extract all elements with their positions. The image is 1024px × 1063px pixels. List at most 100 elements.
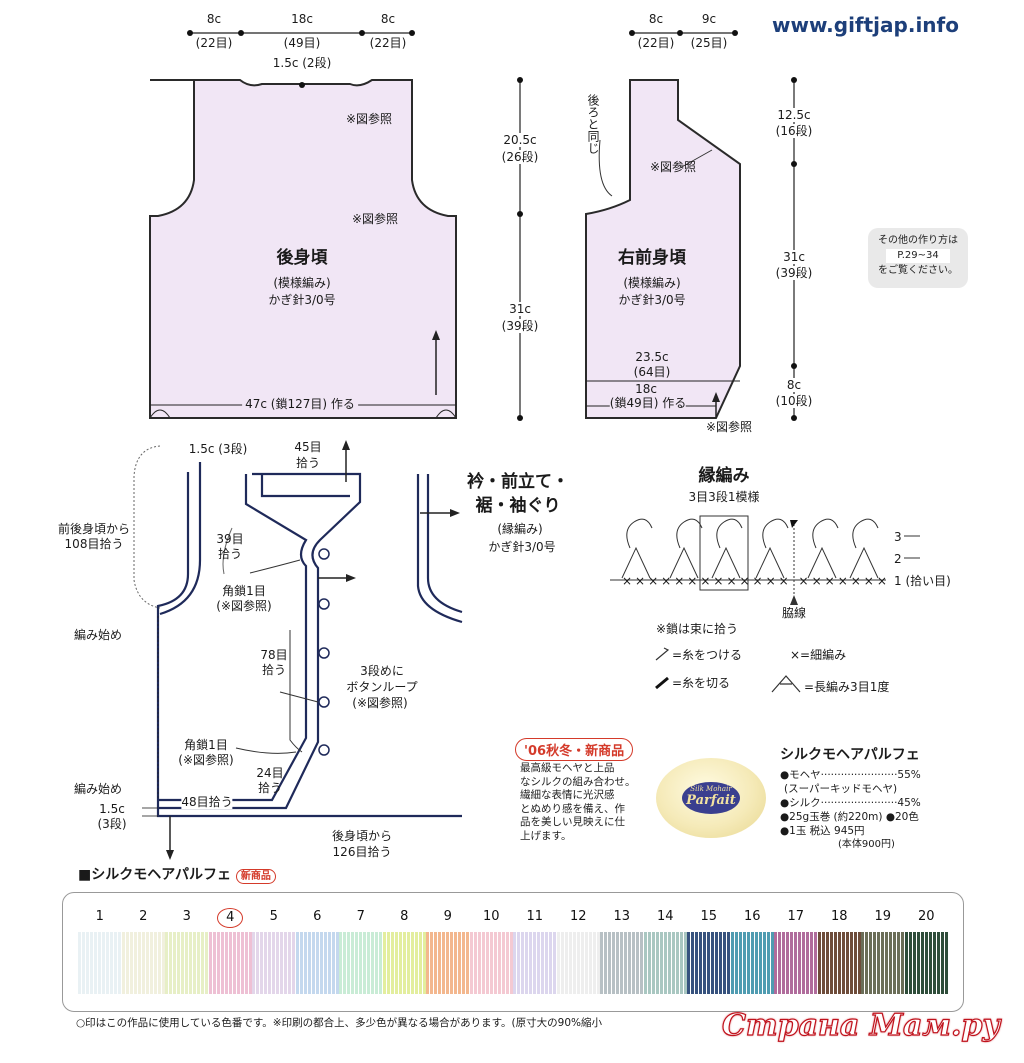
other-instructions-note: その他の作り方は P.29~34 をご覧ください。 <box>868 228 968 288</box>
swatch-number-13: 13 <box>600 908 644 926</box>
asm-126-b: 126目拾う <box>332 845 392 859</box>
color-swatch-2[interactable] <box>121 932 165 994</box>
yarn-name: Parfait <box>686 793 736 808</box>
swatch-number-label: 13 <box>613 909 631 924</box>
new-product-badge: '06秋冬・新商品 <box>515 738 634 761</box>
desc-line: 上げます。 <box>520 829 572 842</box>
color-swatch-12[interactable] <box>556 932 600 994</box>
site-url[interactable]: www.giftjap.info <box>772 13 959 37</box>
color-swatch-19[interactable] <box>861 932 905 994</box>
swatch-number-label: 12 <box>569 909 587 924</box>
color-swatch-20[interactable] <box>904 932 948 994</box>
front-h1-rows: (16段) <box>775 124 813 138</box>
asm-24-a: 24目 <box>256 766 284 780</box>
back-ref-note-2: ※図参照 <box>352 212 399 226</box>
edging-side-line: 脇線 <box>781 606 807 620</box>
product-spec-2: ●シルク·······················45% <box>780 797 921 809</box>
color-swatch-4[interactable] <box>208 932 252 994</box>
asm-corner2-b: (※図参照) <box>178 753 234 767</box>
back-top-right-cm: 8c <box>380 12 396 26</box>
edging-note-5: =長編み3目1度 <box>804 680 890 694</box>
color-swatch-9[interactable] <box>426 932 470 994</box>
swatch-number-label: 17 <box>787 909 805 924</box>
swatch-number-15: 15 <box>687 908 731 926</box>
swatch-number-label: 11 <box>526 909 544 924</box>
swatch-number-label: 4 <box>217 908 244 928</box>
color-swatch-8[interactable] <box>382 932 426 994</box>
asm-45-label: 45目 <box>294 440 322 454</box>
color-swatch-11[interactable] <box>513 932 557 994</box>
product-spec-1b: (スーパーキッドモヘヤ) <box>784 783 898 795</box>
asm-45-pick: 拾う <box>295 456 321 470</box>
swatch-number-16: 16 <box>731 908 775 926</box>
color-swatch-1[interactable] <box>78 932 122 994</box>
back-top-left-rows: (22目) <box>195 36 233 50</box>
back-hook: かぎ針3/0号 <box>268 293 336 307</box>
asm-start-1: 編み始め <box>74 628 123 642</box>
asm-loop-c: (※図参照) <box>352 696 408 710</box>
swatch-number-label: 20 <box>917 909 935 924</box>
edging-stitch-chart <box>610 515 886 598</box>
front-top-left-cm: 8c <box>648 12 664 26</box>
swatch-title-text: ■シルクモヘアパルフェ <box>78 867 231 883</box>
color-swatch-3[interactable] <box>165 932 209 994</box>
back-armhole-cm: 20.5c <box>503 133 537 147</box>
note-line-2[interactable]: P.29~34 <box>886 249 950 263</box>
front-h2-cm: 31c <box>783 250 805 264</box>
asm-collar-b: 裾・袖ぐり <box>475 496 561 516</box>
swatch-number-label: 9 <box>443 909 452 924</box>
color-swatch-14[interactable] <box>643 932 687 994</box>
yarn-ball-label: Silk Mohair Parfait <box>682 782 740 814</box>
front-stitch: (模様編み) <box>623 276 681 290</box>
swatch-number-label: 6 <box>313 909 322 924</box>
swatch-number-1: 1 <box>78 908 122 926</box>
front-panel-shape <box>585 79 741 419</box>
edging-row-3: 3 <box>894 530 902 544</box>
asm-48-label: 48目拾う <box>181 795 233 809</box>
watermark-logo: Страна Мам.ру <box>721 1007 1001 1043</box>
front-h2-rows: (39段) <box>775 266 813 280</box>
back-top-right-rows: (22目) <box>369 36 407 50</box>
color-swatch-18[interactable] <box>817 932 861 994</box>
color-swatch-10[interactable] <box>469 932 513 994</box>
edging-note-2: =糸をつける <box>672 648 743 662</box>
swatch-number-label: 8 <box>400 909 409 924</box>
back-top-mid-rows: (49目) <box>283 36 321 50</box>
color-swatch-16[interactable] <box>730 932 774 994</box>
asm-corner1-b: (※図参照) <box>216 599 272 613</box>
edging-repeat: 3目3段1模様 <box>688 490 760 504</box>
asm-collar-d: かぎ針3/0号 <box>488 540 556 554</box>
color-swatch-6[interactable] <box>295 932 339 994</box>
front-h3-cm: 8c <box>786 378 802 392</box>
swatch-number-19: 19 <box>861 908 905 926</box>
front-top-right-rows: (25目) <box>690 36 728 50</box>
swatch-number-11: 11 <box>513 908 557 926</box>
color-swatch-15[interactable] <box>687 932 731 994</box>
product-description: 最高級モヘヤと上品 なシルクの組み合わせ。 繊細な表情に光沢感 とぬめり感を備え… <box>520 762 636 843</box>
swatch-number-label: 18 <box>830 909 848 924</box>
color-swatch-13[interactable] <box>600 932 644 994</box>
swatch-color-row <box>78 932 948 994</box>
asm-126-a: 後身頃から <box>331 829 393 843</box>
front-top-left-rows: (22目) <box>637 36 675 50</box>
color-swatch-5[interactable] <box>252 932 296 994</box>
swatch-number-7: 7 <box>339 908 383 926</box>
desc-line: 繊細な表情に光沢感 <box>520 789 615 801</box>
asm-24-b: 拾う <box>257 781 283 795</box>
yarn-brand: Silk Mohair <box>690 785 732 793</box>
front-ref-note-1: ※図参照 <box>650 160 697 174</box>
front-h1-cm: 12.5c <box>777 108 811 122</box>
edging-sc-row: ××××××××××××× ××××××× <box>622 574 890 588</box>
swatch-number-label: 19 <box>874 909 892 924</box>
front-hook: かぎ針3/0号 <box>618 293 686 307</box>
asm-39-a: 39目 <box>216 532 244 546</box>
back-title: 後身頃 <box>276 248 328 268</box>
color-swatch-7[interactable] <box>339 932 383 994</box>
swatch-number-label: 7 <box>356 909 365 924</box>
front-same-as-back: 後ろと同じ <box>586 94 600 154</box>
button-loops <box>318 548 330 756</box>
color-swatch-17[interactable] <box>774 932 818 994</box>
asm-collar-a: 衿・前立て・ <box>467 472 569 492</box>
